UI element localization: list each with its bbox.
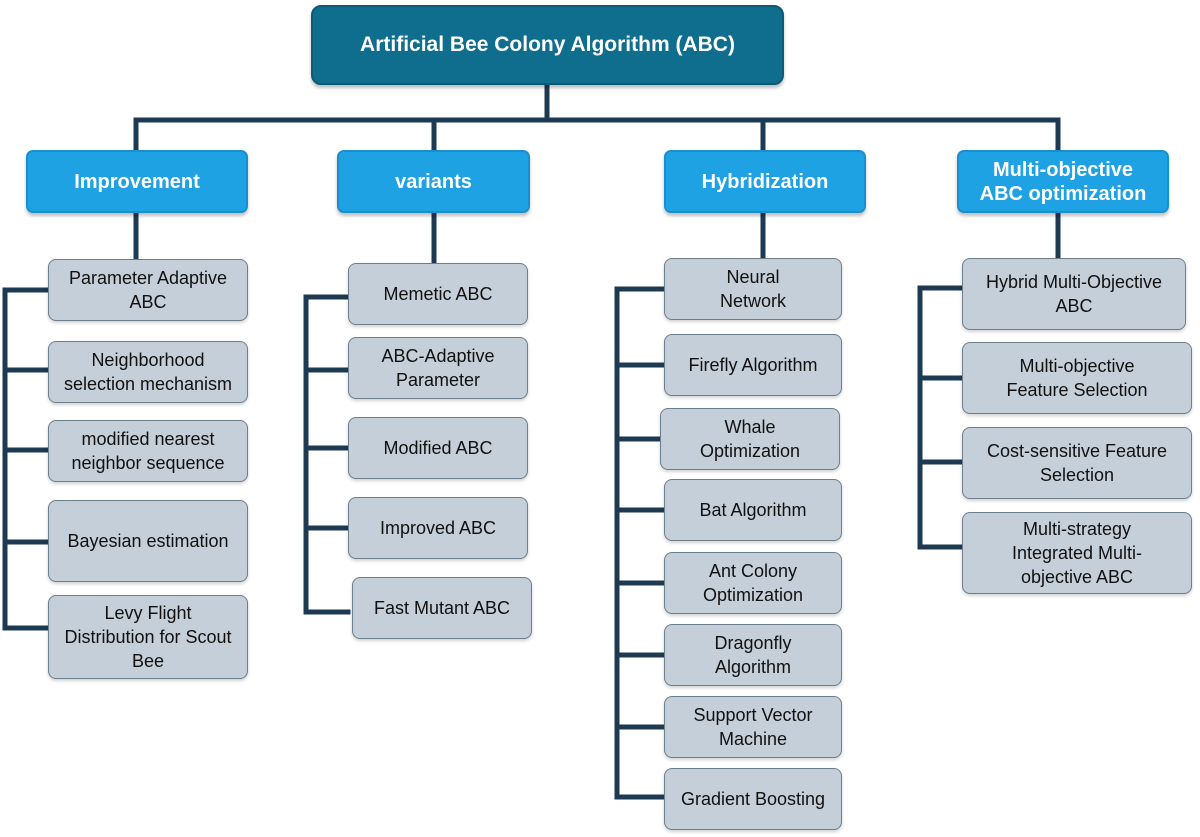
leaf-hybridization-7: Support Vector Machine	[664, 696, 842, 758]
leaf-multi-objective-3: Cost-sensitive Feature Selection	[962, 427, 1192, 499]
leaf-variants-5: Fast Mutant ABC	[352, 577, 532, 639]
category-hybridization: Hybridization	[664, 150, 866, 213]
root-node: Artificial Bee Colony Algorithm (ABC)	[311, 5, 784, 85]
leaf-hybridization-6: Dragonfly Algorithm	[664, 624, 842, 686]
leaf-hybridization-2: Firefly Algorithm	[664, 334, 842, 396]
category-variants: variants	[337, 150, 530, 213]
leaf-improvement-2: Neighborhood selection mechanism	[48, 341, 248, 403]
leaf-hybridization-8: Gradient Boosting	[664, 768, 842, 830]
leaf-improvement-3: modified nearest neighbor sequence	[48, 420, 248, 482]
leaf-improvement-4: Bayesian estimation	[48, 500, 248, 582]
category-multi-objective: Multi-objective ABC optimization	[957, 150, 1169, 213]
leaf-variants-2: ABC-Adaptive Parameter	[348, 337, 528, 399]
leaf-improvement-5: Levy Flight Distribution for Scout Bee	[48, 595, 248, 679]
leaf-variants-4: Improved ABC	[348, 497, 528, 559]
leaf-multi-objective-1: Hybrid Multi-Objective ABC	[962, 258, 1186, 330]
leaf-variants-1: Memetic ABC	[348, 263, 528, 325]
leaf-hybridization-3: Whale Optimization	[660, 408, 840, 470]
leaf-multi-objective-2: Multi-objective Feature Selection	[962, 342, 1192, 414]
leaf-hybridization-1: Neural Network	[664, 258, 842, 320]
leaf-hybridization-4: Bat Algorithm	[664, 479, 842, 541]
leaf-multi-objective-4: Multi-strategy Integrated Multi- objecti…	[962, 512, 1192, 594]
leaf-variants-3: Modified ABC	[348, 417, 528, 479]
category-improvement: Improvement	[26, 150, 248, 213]
leaf-hybridization-5: Ant Colony Optimization	[664, 552, 842, 614]
leaf-improvement-1: Parameter Adaptive ABC	[48, 259, 248, 321]
